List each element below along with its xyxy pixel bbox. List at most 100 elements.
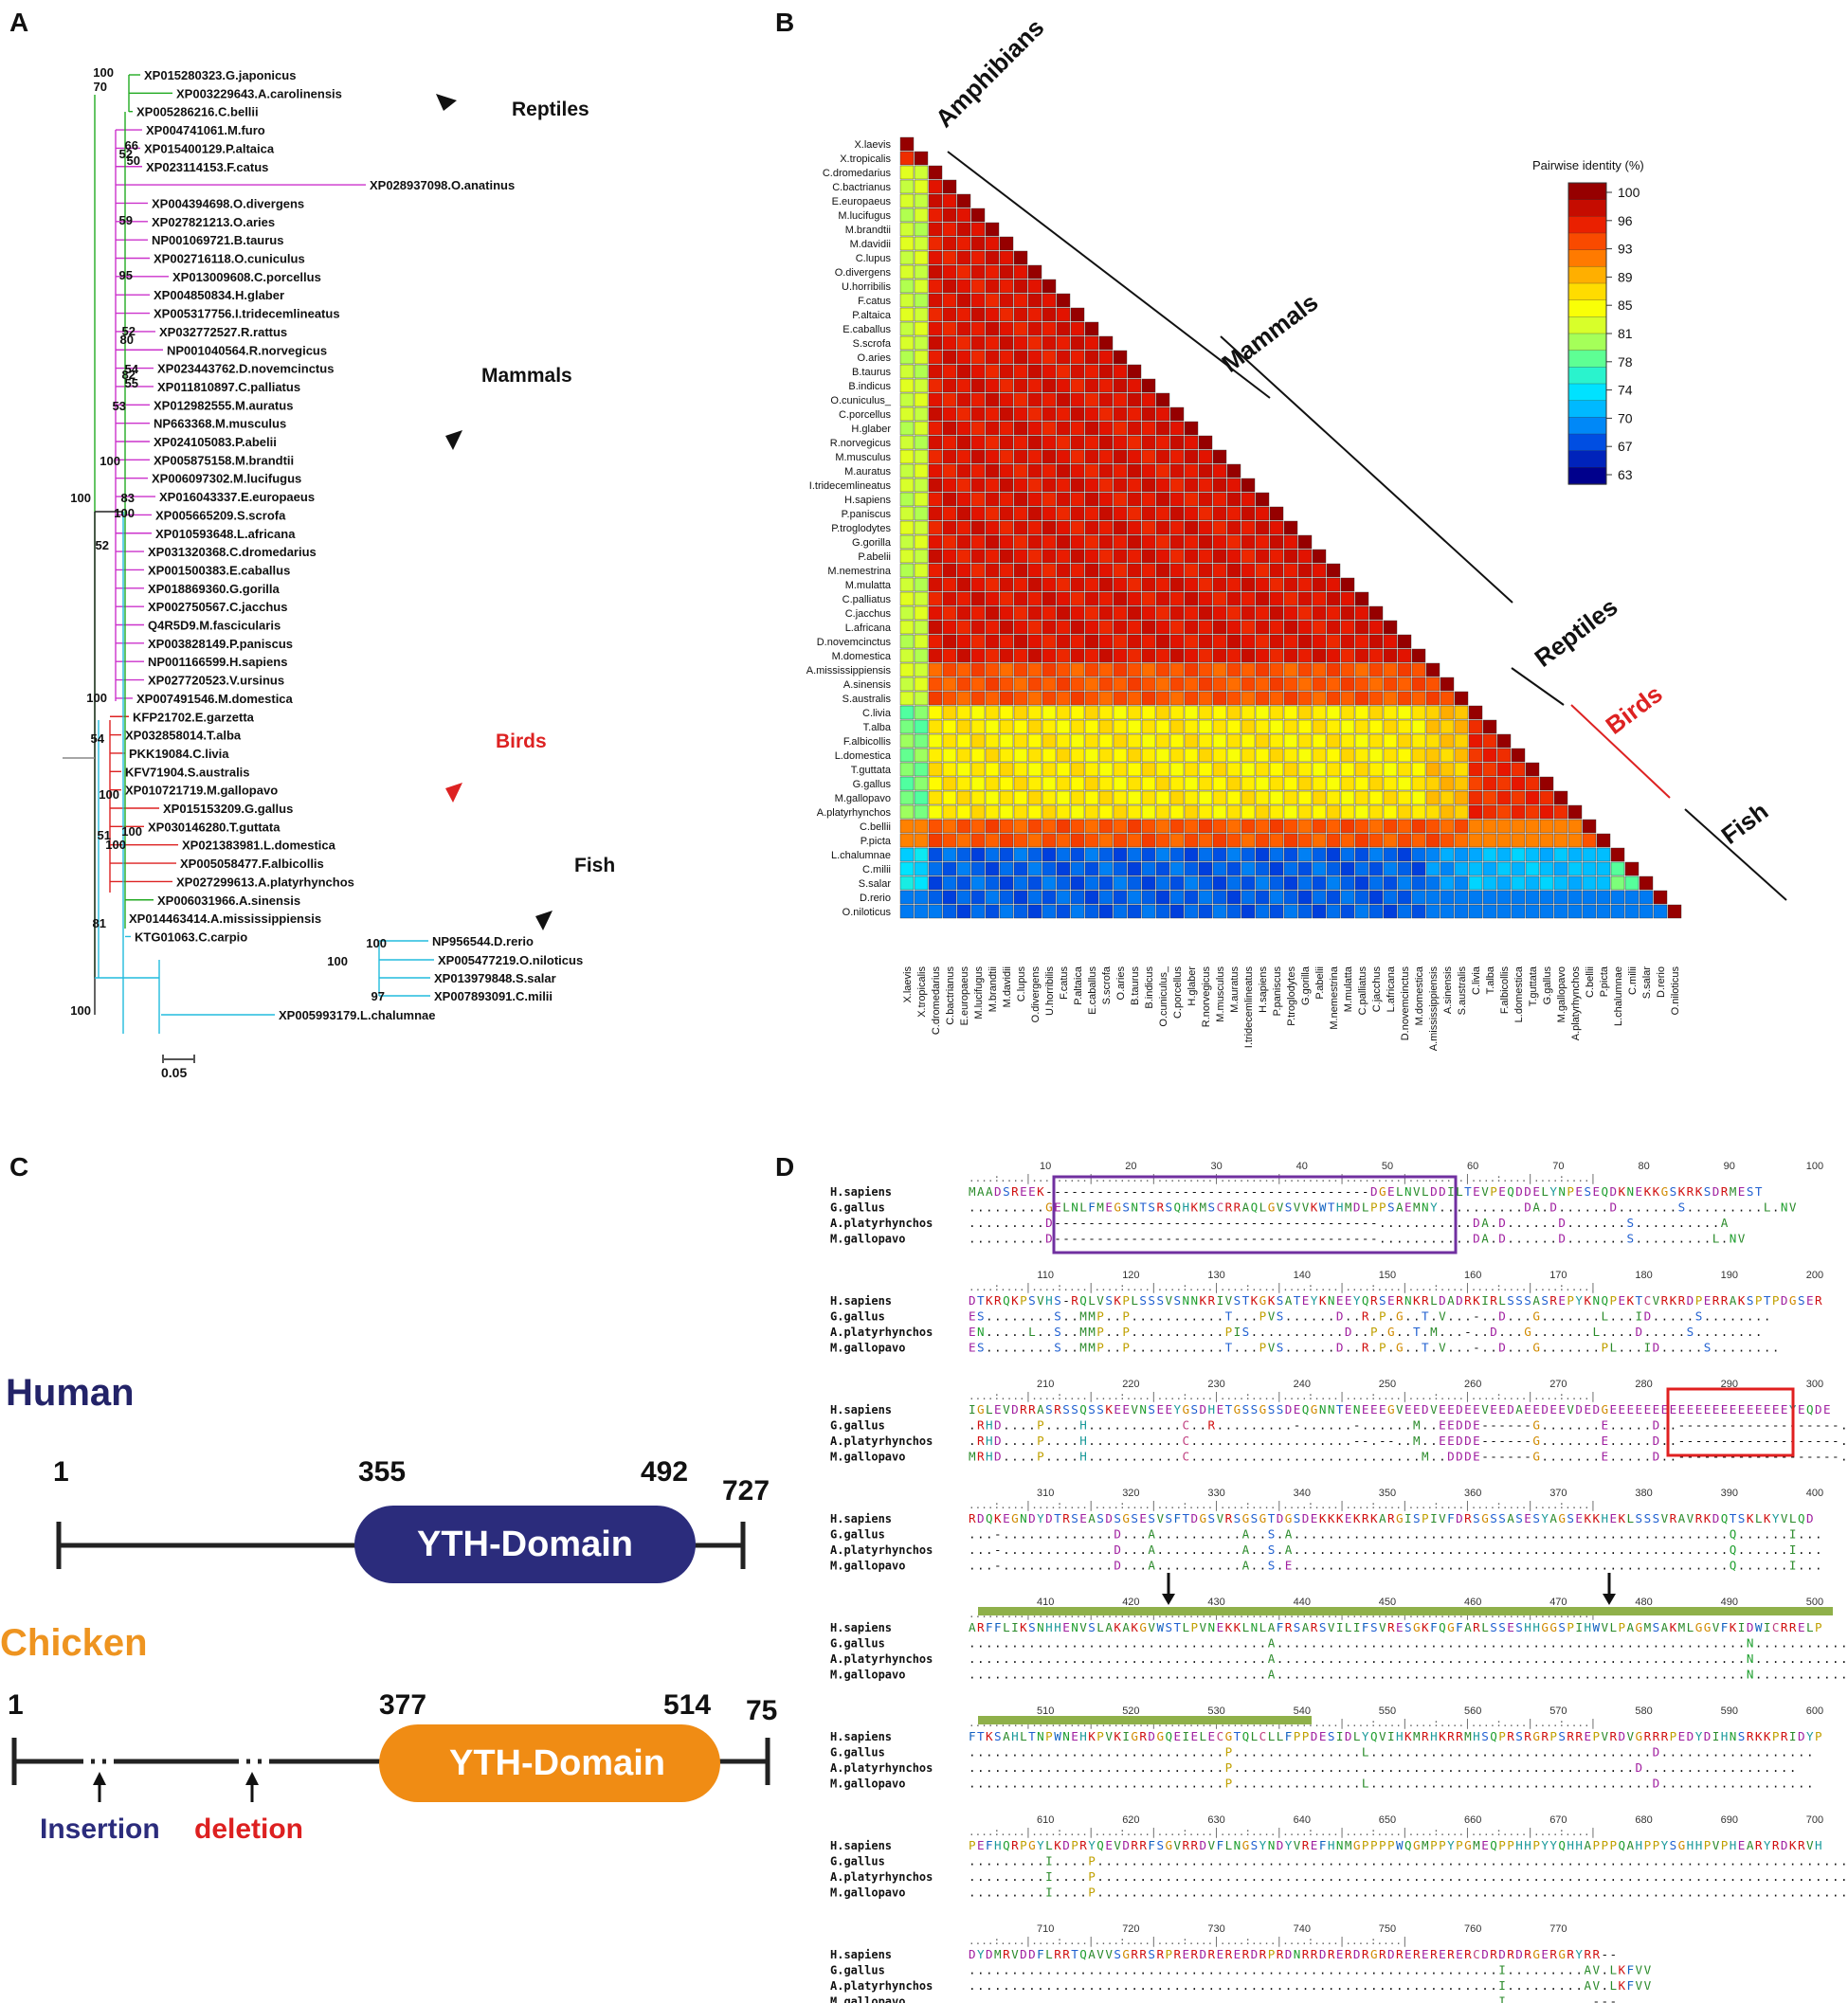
alignment-species-label: A.platyrhynchos bbox=[830, 1543, 933, 1557]
heatmap-cell bbox=[970, 790, 986, 805]
heatmap-cell bbox=[1454, 833, 1469, 848]
alignment-ruler-number: 740 bbox=[1294, 1923, 1311, 1935]
heatmap-cell bbox=[914, 335, 929, 351]
heatmap-cell bbox=[1226, 591, 1241, 606]
tree-leaf-label: PKK19084.C.livia bbox=[129, 747, 229, 761]
heatmap-cell bbox=[1141, 591, 1156, 606]
heatmap-cell bbox=[1440, 819, 1455, 834]
heatmap-cell bbox=[928, 620, 943, 635]
heatmap-cell bbox=[1425, 677, 1440, 692]
heatmap-cell bbox=[1198, 819, 1213, 834]
heatmap-row-label: P.picta bbox=[861, 836, 892, 847]
heatmap-cell bbox=[928, 293, 943, 308]
heatmap-cell bbox=[1084, 478, 1099, 493]
heatmap-cell bbox=[1312, 691, 1327, 706]
heatmap-cell bbox=[1397, 847, 1412, 862]
heatmap-cell bbox=[1141, 520, 1156, 535]
heatmap-cell bbox=[1411, 748, 1426, 763]
heatmap-cell bbox=[1212, 861, 1227, 876]
heatmap-cell bbox=[1027, 790, 1042, 805]
heatmap-cell bbox=[899, 236, 915, 251]
heatmap-cell bbox=[1312, 605, 1327, 621]
human-yth-domain bbox=[354, 1506, 696, 1583]
heatmap-cell bbox=[1013, 534, 1028, 550]
heatmap-cell bbox=[1070, 733, 1085, 749]
heatmap-cell bbox=[1027, 321, 1042, 336]
heatmap-cell bbox=[1283, 875, 1298, 891]
alignment-ruler-number: 400 bbox=[1806, 1488, 1823, 1499]
heatmap-cell bbox=[970, 534, 986, 550]
heatmap-cell bbox=[1468, 790, 1483, 805]
heatmap-cell bbox=[1269, 549, 1284, 564]
heatmap-cell bbox=[1070, 890, 1085, 905]
tree-leaf-label: XP006031966.A.sinensis bbox=[157, 893, 300, 908]
heatmap-cell bbox=[999, 463, 1014, 478]
alignment-sequence: ........................................… bbox=[969, 1963, 1652, 1977]
heatmap-cell bbox=[1042, 364, 1057, 379]
heatmap-cell bbox=[1013, 563, 1028, 578]
heatmap-cell bbox=[1184, 875, 1199, 891]
heatmap-cell bbox=[1113, 421, 1128, 436]
heatmap-cell bbox=[928, 335, 943, 351]
heatmap-cell bbox=[956, 364, 971, 379]
heatmap-cell bbox=[1042, 890, 1057, 905]
heatmap-cell bbox=[970, 435, 986, 450]
heatmap-cell bbox=[1198, 719, 1213, 734]
heatmap-cell bbox=[1397, 705, 1412, 720]
heatmap-cell bbox=[970, 819, 986, 834]
heatmap-cell bbox=[899, 364, 915, 379]
alignment-species-label: G.gallus bbox=[830, 1855, 885, 1868]
tree-leaf-label: NP663368.M.musculus bbox=[154, 417, 286, 431]
heatmap-cell bbox=[1042, 861, 1057, 876]
heatmap-cell bbox=[1141, 605, 1156, 621]
heatmap-cell bbox=[1340, 705, 1355, 720]
heatmap-cell bbox=[1326, 748, 1341, 763]
heatmap-cell bbox=[899, 264, 915, 280]
heatmap-cell bbox=[1084, 719, 1099, 734]
heatmap-cell bbox=[970, 520, 986, 535]
alignment-sequence: FTKSAHLTNPWNEHKPVKIGRDGQEIELECGTQLCLLFPP… bbox=[969, 1729, 1822, 1743]
alignment-species-label: H.sapiens bbox=[830, 1839, 892, 1852]
heatmap-cell bbox=[1241, 577, 1256, 592]
heatmap-cell bbox=[928, 847, 943, 862]
heatmap-cell bbox=[928, 748, 943, 763]
heatmap-cell bbox=[1013, 762, 1028, 777]
heatmap-cell bbox=[1198, 620, 1213, 635]
heatmap-cell bbox=[1425, 705, 1440, 720]
heatmap-cell bbox=[1198, 435, 1213, 450]
heatmap-cell bbox=[985, 833, 1000, 848]
heatmap-cell bbox=[1127, 847, 1142, 862]
bootstrap-value: 81 bbox=[93, 916, 106, 930]
heatmap-cell bbox=[1411, 719, 1426, 734]
heatmap-cell bbox=[928, 705, 943, 720]
heatmap-cell bbox=[1255, 748, 1270, 763]
heatmap-cell bbox=[1340, 833, 1355, 848]
heatmap-cell bbox=[999, 790, 1014, 805]
heatmap-cell bbox=[1283, 577, 1298, 592]
heatmap-cell bbox=[1326, 890, 1341, 905]
heatmap-cell bbox=[1184, 819, 1199, 834]
heatmap-cell bbox=[1269, 748, 1284, 763]
heatmap-cell bbox=[1411, 677, 1426, 692]
heatmap-cell bbox=[1553, 833, 1568, 848]
heatmap-cell bbox=[1169, 577, 1185, 592]
heatmap-cell bbox=[1312, 904, 1327, 919]
heatmap-cell bbox=[1098, 875, 1114, 891]
alignment-ruler-number: 390 bbox=[1721, 1488, 1738, 1499]
heatmap-cell bbox=[1098, 478, 1114, 493]
heatmap-cell bbox=[1255, 833, 1270, 848]
alignment-ruler-number: 240 bbox=[1294, 1379, 1311, 1390]
heatmap-cell bbox=[1084, 875, 1099, 891]
heatmap-cell bbox=[1511, 776, 1526, 791]
heatmap-cell bbox=[1397, 804, 1412, 820]
heatmap-cell bbox=[899, 478, 915, 493]
heatmap-col-label: C.palliatus bbox=[1357, 966, 1368, 1016]
heatmap-cell bbox=[1013, 677, 1028, 692]
heatmap-cell bbox=[999, 321, 1014, 336]
heatmap-cell bbox=[1368, 662, 1384, 677]
heatmap-cell bbox=[970, 378, 986, 393]
alignment-ruler-number: 430 bbox=[1207, 1597, 1224, 1608]
heatmap-cell bbox=[942, 293, 957, 308]
alignment-species-label: M.gallopavo bbox=[830, 1886, 905, 1900]
tree-leaf-label: XP030146280.T.guttata bbox=[148, 820, 281, 834]
